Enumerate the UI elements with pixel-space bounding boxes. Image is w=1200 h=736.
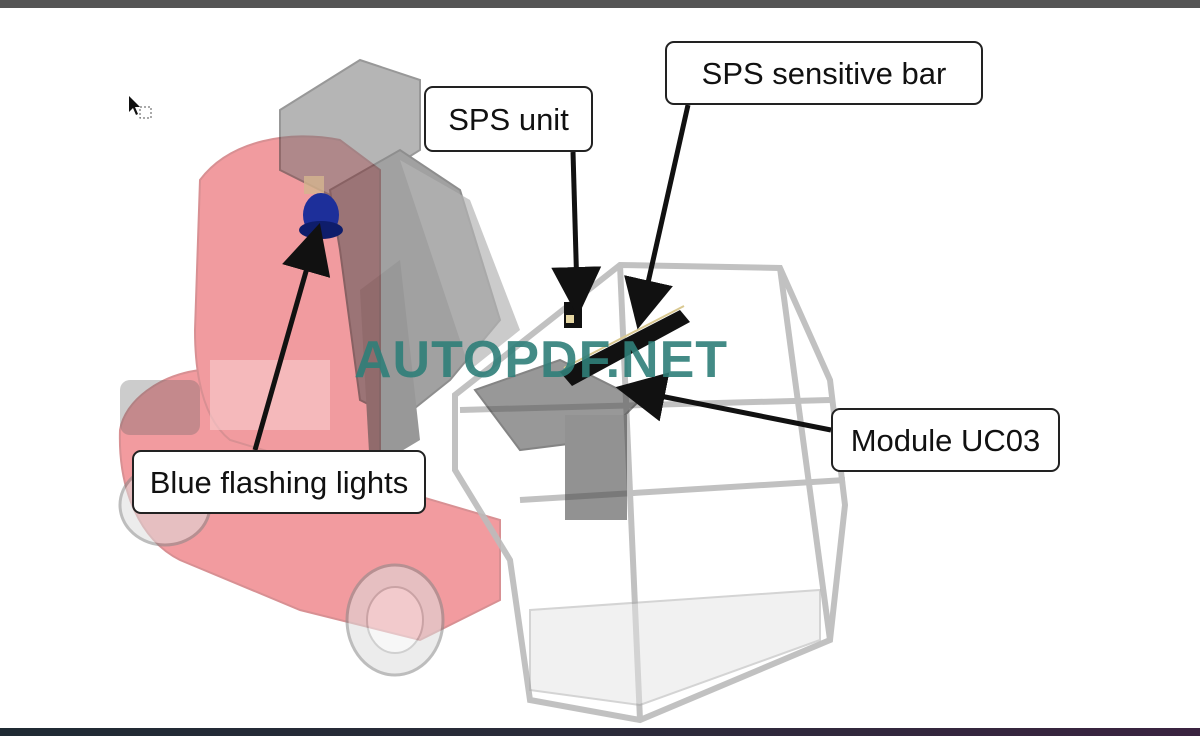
callout-blue-flashing-lights: Blue flashing lights	[132, 450, 426, 514]
sps-unit	[564, 302, 582, 328]
callout-arrows	[252, 104, 832, 451]
callout-module-uc03: Module UC03	[831, 408, 1060, 472]
module-box	[473, 358, 642, 520]
callout-sps-sensitive-bar: SPS sensitive bar	[665, 41, 983, 105]
bottom-window-bar	[0, 728, 1200, 736]
mouse-cursor-icon	[129, 96, 152, 119]
callout-sps-unit: SPS unit	[424, 86, 593, 152]
top-window-bar	[0, 0, 1200, 8]
platform-floor	[529, 588, 821, 707]
lift-illustration	[118, 58, 849, 724]
watermark-text: AUTOPDF.NET	[354, 331, 729, 389]
mast	[279, 58, 520, 470]
